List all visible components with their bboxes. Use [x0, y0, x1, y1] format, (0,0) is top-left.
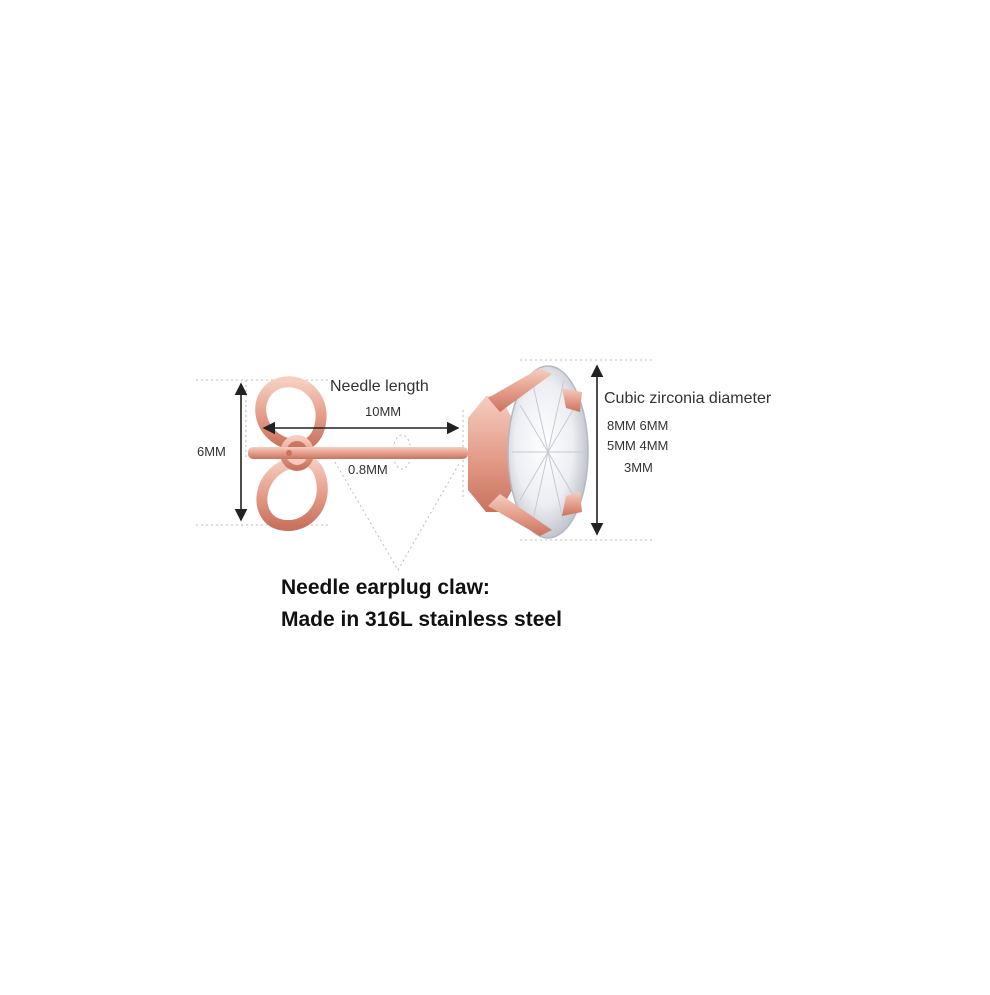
stone-sizes-row-2: 5MM 4MM: [607, 438, 669, 453]
dimension-arrows: [234, 364, 604, 536]
prong-right-bottom: [562, 492, 582, 516]
prong-right-top: [562, 388, 582, 412]
prong-top: [488, 368, 552, 412]
needle: [248, 447, 468, 459]
height-value: 6MM: [197, 444, 226, 459]
stone-facets: [512, 379, 586, 525]
stone-sizes-row-1: 8MM 6MM: [607, 418, 669, 433]
material-description: Made in 316L stainless steel: [281, 608, 562, 631]
guide-callout-triangle: [334, 461, 461, 571]
needle-length-label: Needle length: [330, 378, 429, 395]
needle-thickness-value: 0.8MM: [348, 462, 388, 477]
stone-sizes-row-3: 3MM: [624, 460, 653, 475]
stone-diameter-title: Cubic zirconia diameter: [604, 390, 772, 407]
stone-setting: [468, 365, 589, 539]
needle-length-value: 10MM: [365, 404, 402, 419]
prong-bottom: [488, 494, 552, 536]
material-title: Needle earplug claw:: [281, 576, 490, 599]
